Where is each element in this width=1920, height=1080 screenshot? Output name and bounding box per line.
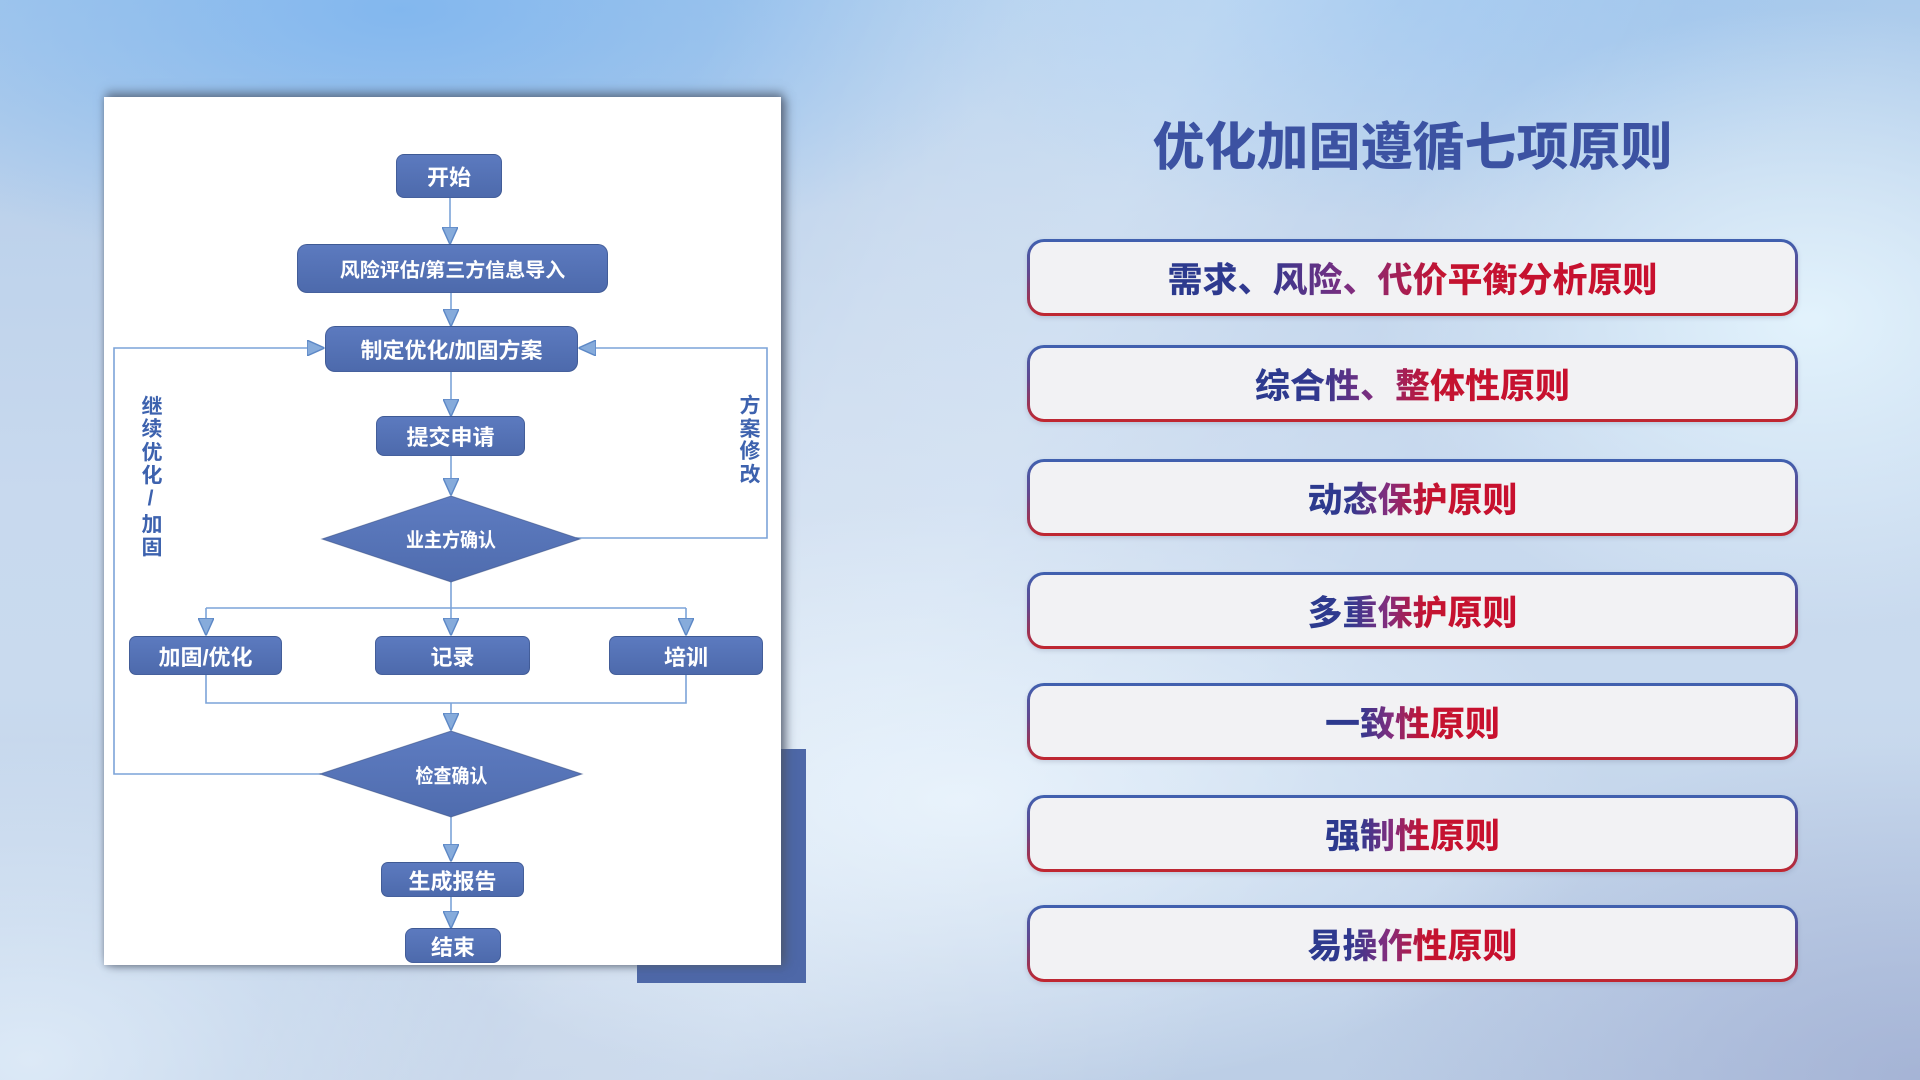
principle-box-1: 需求、风险、代价平衡分析原则 — [1027, 239, 1798, 316]
principle-box-6: 强制性原则 — [1027, 795, 1798, 872]
flow-node-start: 开始 — [396, 154, 502, 198]
principle-label-3: 动态保护原则 — [1307, 472, 1517, 523]
principle-box-4: 多重保护原则 — [1027, 572, 1798, 649]
principle-box-inner: 需求、风险、代价平衡分析原则 — [1030, 242, 1795, 313]
principle-label-7: 易操作性原则 — [1307, 918, 1517, 969]
principle-label-1: 需求、风险、代价平衡分析原则 — [1167, 252, 1657, 303]
principle-label-4: 多重保护原则 — [1307, 585, 1517, 636]
principle-box-inner: 多重保护原则 — [1030, 575, 1795, 646]
flowchart-connectors — [113, 198, 768, 965]
flow-node-training: 培训 — [609, 636, 763, 675]
flow-node-check-confirm: 检查确认 — [415, 765, 488, 788]
principle-box-inner: 动态保护原则 — [1030, 462, 1795, 533]
principle-label-5: 一致性原则 — [1325, 696, 1500, 747]
flow-node-end: 结束 — [405, 928, 501, 963]
decision-diamonds — [318, 495, 584, 818]
flow-node-record: 记录 — [375, 636, 530, 675]
principle-box-2: 综合性、整体性原则 — [1027, 345, 1798, 422]
principle-box-inner: 强制性原则 — [1030, 798, 1795, 869]
loop-label-modify: 方案修改 — [737, 393, 760, 487]
flow-node-risk-import: 风险评估/第三方信息导入 — [297, 244, 608, 293]
flow-node-submit: 提交申请 — [376, 416, 525, 456]
principle-box-3: 动态保护原则 — [1027, 459, 1798, 536]
flow-node-make-plan: 制定优化/加固方案 — [325, 326, 578, 372]
diamond-check-confirm — [318, 730, 584, 818]
principle-box-inner: 易操作性原则 — [1030, 908, 1795, 979]
principle-box-5: 一致性原则 — [1027, 683, 1798, 760]
loop-label-continue: 继续优化/加固 — [139, 394, 162, 560]
principle-label-6: 强制性原则 — [1325, 808, 1500, 859]
principle-label-2: 综合性、整体性原则 — [1255, 358, 1570, 409]
connector-lines — [113, 198, 768, 926]
slide-title: 优化加固遵循七项原则 — [1152, 118, 1673, 177]
principle-box-inner: 一致性原则 — [1030, 686, 1795, 757]
flow-node-report: 生成报告 — [381, 862, 524, 897]
principle-box-7: 易操作性原则 — [1027, 905, 1798, 982]
flow-node-reinforce: 加固/优化 — [129, 636, 282, 675]
diamond-owner-confirm — [320, 495, 582, 583]
flowchart-card: 开始 风险评估/第三方信息导入 制定优化/加固方案 提交申请 业主方确认 加固/… — [104, 97, 781, 965]
flow-node-owner-confirm: 业主方确认 — [406, 529, 496, 552]
principle-box-inner: 综合性、整体性原则 — [1030, 348, 1795, 419]
